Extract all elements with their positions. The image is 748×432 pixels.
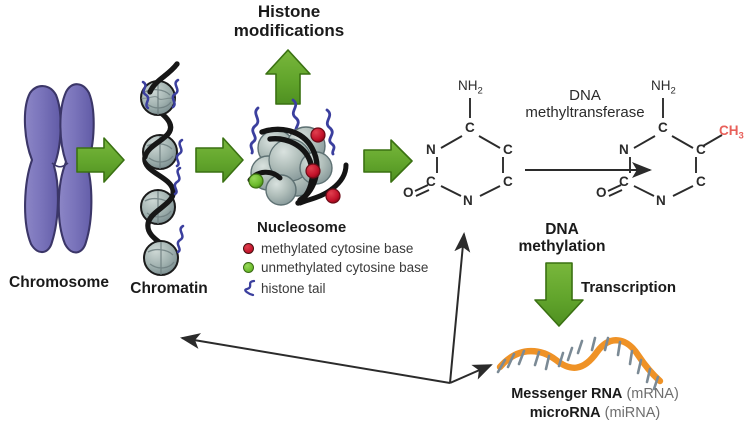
label-messenger-rna-paren: (mRNA) [626, 386, 679, 402]
label-rna-block: Messenger RNA (mRNA) microRNA (miRNA) [470, 385, 720, 423]
legend: Nucleosome methylated cytosine base unme… [243, 219, 428, 299]
methyl-group-label: CH3 [719, 123, 744, 142]
methylated-cytosine-dot [305, 163, 321, 179]
methylcytosine-amine: NH2 [651, 78, 676, 97]
green-arrow-chromatin-to-nucleosome [195, 137, 244, 183]
histone-tail-icon [173, 166, 182, 196]
methylcytosine-ring-top: C [658, 120, 668, 135]
cytosine-structure [414, 98, 504, 197]
histone-tail-icon [141, 80, 150, 110]
cytosine-ring-lower-left: C [426, 174, 436, 189]
legend-label-unmethylated: unmethylated cytosine base [261, 260, 429, 275]
label-dna-methyltransferase: DNA methyltransferase [505, 87, 665, 122]
methyl-group-sub: 3 [738, 130, 744, 142]
histone-tail-icon [175, 138, 184, 168]
green-arrow-transcription [534, 262, 584, 327]
histone-tail-icon [176, 224, 185, 254]
feedback-arrow-to-mrna [449, 364, 493, 384]
label-dna-methylation-line2: methylation [518, 238, 606, 256]
label-messenger-rna-bold: Messenger RNA [511, 386, 623, 402]
methylated-cytosine-dot [325, 188, 341, 204]
histone-tail-icon [325, 108, 336, 156]
histone-tail-icon [249, 106, 260, 155]
label-dna-methylation-line1: DNA [545, 221, 579, 238]
nucleosome-figure [247, 98, 349, 206]
feedback-arrows [180, 232, 493, 384]
legend-item-histone-tail: histone tail [243, 277, 428, 299]
legend-item-methylated: methylated cytosine base [243, 239, 428, 258]
squiggle-icon [243, 278, 261, 298]
mrna-strand [496, 336, 664, 391]
cytosine-ring-top: C [465, 120, 475, 135]
methylcytosine-ring-upper-right: C [696, 142, 706, 157]
legend-label-histone-tail: histone tail [261, 280, 326, 296]
label-histone-modifications-line1: Histone [257, 2, 321, 21]
label-microrna: microRNA (miRNA) [470, 404, 720, 423]
label-dna-methylation: DNA methylation [510, 221, 614, 256]
methylcytosine-amine-sub: 2 [670, 85, 676, 97]
legend-title: Nucleosome [257, 219, 347, 236]
methylcytosine-ring-upper-left: N [619, 142, 629, 157]
green-arrow-chromosome-to-chromatin [76, 137, 125, 183]
cytosine-oxygen: O [403, 185, 414, 200]
label-chromosome: Chromosome [9, 274, 109, 291]
label-chromatin: Chromatin [130, 280, 208, 297]
histone-tail-icon [171, 78, 180, 109]
cytosine-amine-sub: 2 [477, 85, 483, 97]
methylcytosine-ring-lower-right: C [696, 174, 706, 189]
green-dot-icon [243, 262, 254, 273]
label-dnmt-line1: DNA [569, 87, 601, 104]
methylcytosine-ring-lower-left: C [619, 174, 629, 189]
cytosine-ring-upper-right: C [503, 142, 513, 157]
cytosine-ring-lower-right: C [503, 174, 513, 189]
cytosine-amine: NH2 [458, 78, 483, 97]
cytosine-ring-bottom: N [463, 193, 473, 208]
label-messenger-rna: Messenger RNA (mRNA) [470, 385, 720, 404]
label-microrna-bold: microRNA [529, 404, 601, 421]
unmethylated-cytosine-dot [248, 173, 264, 189]
methylcytosine-ring-bottom: N [656, 193, 666, 208]
label-microrna-paren: (miRNA) [604, 404, 661, 421]
label-transcription: Transcription [581, 279, 677, 296]
legend-item-unmethylated: unmethylated cytosine base [243, 258, 428, 277]
methylcytosine-oxygen: O [596, 185, 607, 200]
legend-label-methylated: methylated cytosine base [261, 241, 414, 256]
green-arrow-nucleosome-to-cytosine [363, 139, 413, 183]
chromatin-figure [140, 61, 185, 276]
label-histone-modifications: Histone modifications [213, 2, 365, 40]
methylcytosine-structure [607, 98, 723, 197]
feedback-arrow-to-chromatin [180, 333, 451, 384]
green-arrow-histone-modifications [265, 49, 311, 105]
label-histone-modifications-line2: modifications [233, 21, 345, 41]
cytosine-ring-upper-left: N [426, 142, 436, 157]
label-dnmt-line2: methyltransferase [525, 103, 645, 121]
feedback-arrow-to-nucleosome [449, 232, 471, 384]
chromosome-figure [23, 83, 95, 254]
methylated-cytosine-dot [310, 127, 326, 143]
red-dot-icon [243, 243, 254, 254]
